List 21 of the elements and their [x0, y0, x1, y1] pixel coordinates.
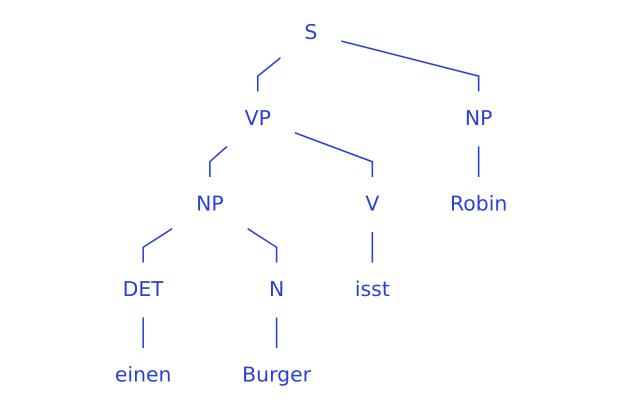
connector: [142, 228, 174, 263]
node-text: Robin: [450, 192, 508, 216]
node-text: einen: [115, 363, 172, 388]
node-text: NP: [465, 106, 493, 130]
node-text: isst: [355, 278, 390, 302]
connector: [372, 232, 374, 263]
connector: [210, 145, 228, 178]
node-text: NP: [196, 192, 224, 216]
connector: [341, 40, 480, 92]
connector: [142, 317, 144, 349]
connector: [276, 317, 278, 349]
connector: [257, 56, 282, 92]
connector: [478, 146, 480, 178]
node-text: S: [304, 21, 318, 45]
node-text: N: [269, 278, 285, 302]
connector: [294, 132, 374, 178]
node-text: Burger: [242, 363, 312, 388]
connector: [247, 228, 278, 263]
node-text: V: [366, 192, 380, 216]
node-text: DET: [123, 278, 164, 302]
node-text: VP: [245, 106, 272, 130]
